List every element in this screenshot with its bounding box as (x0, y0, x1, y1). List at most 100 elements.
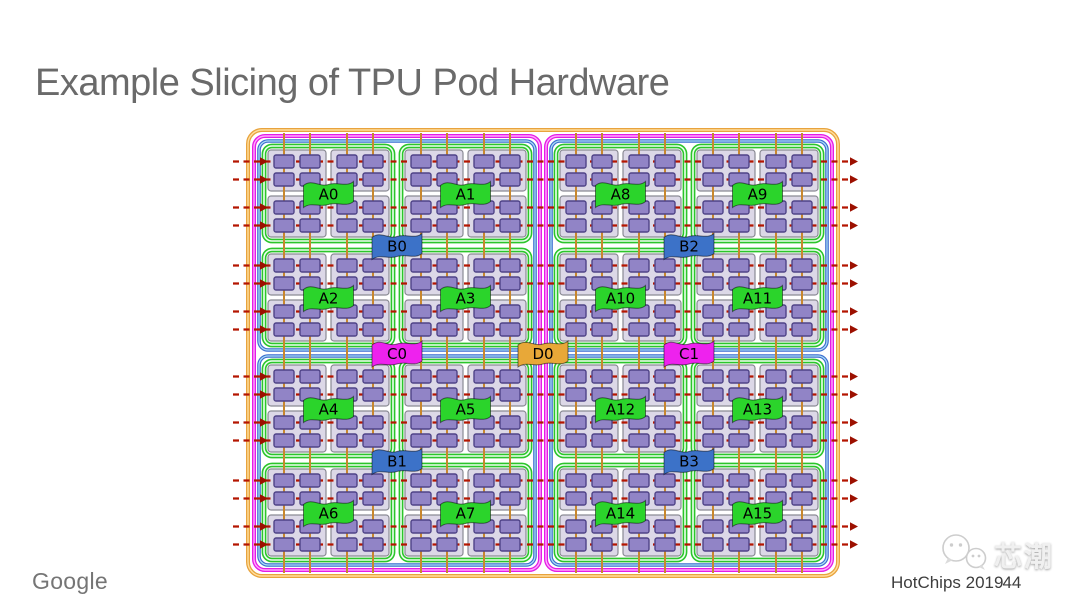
tpu-chip (654, 154, 676, 169)
tpu-chip (654, 537, 676, 552)
tpu-chip (728, 322, 750, 337)
tpu-chip (436, 258, 458, 273)
flag-shape (595, 180, 646, 209)
tpu-chip (628, 154, 650, 169)
flag-shape (371, 232, 423, 261)
flag-label: A14 (606, 505, 635, 523)
flag-shape (595, 395, 646, 424)
slide-title: Example Slicing of TPU Pod Hardware (35, 62, 670, 104)
tpu-chip (499, 154, 521, 169)
flag-label: C1 (679, 345, 699, 363)
a-block-ring-highlight (400, 249, 531, 346)
tpu-chip (702, 154, 724, 169)
tpu-chip (565, 154, 587, 169)
flag-label: B2 (679, 238, 699, 256)
tpu-chip (410, 537, 432, 552)
flag-shape (303, 284, 354, 313)
a-block-ring-highlight (692, 145, 823, 242)
tpu-chip (499, 200, 521, 215)
tpu-chip (728, 537, 750, 552)
wechat-icon (942, 534, 987, 570)
tpu-chip (791, 322, 813, 337)
tpu-chip (654, 491, 676, 506)
conference-label: HotChips 2019 (891, 573, 1004, 592)
tpu-chip (765, 218, 787, 233)
tpu-chip (299, 218, 321, 233)
tpu-chip (473, 433, 495, 448)
tpu-chip (628, 473, 650, 488)
tpu-chip (702, 276, 724, 291)
tpu-chip (410, 369, 432, 384)
tpu-chip (654, 433, 676, 448)
link-arrowhead (260, 307, 268, 316)
flag-label: A10 (606, 290, 635, 308)
slice-flag-a7: A7 (440, 499, 491, 528)
tpu-chip (654, 200, 676, 215)
flag-label: A5 (456, 401, 476, 419)
tpu-chip (410, 304, 432, 319)
tpu-chip (362, 369, 384, 384)
slice-flag-a8: A8 (595, 180, 646, 209)
tpu-chip (499, 519, 521, 534)
slice-flag-b3: B3 (663, 447, 715, 476)
slice-flag-b1: B1 (371, 447, 423, 476)
tpu-chip (410, 200, 432, 215)
slice-flag-a5: A5 (440, 395, 491, 424)
tpu-chip (702, 172, 724, 187)
flag-label: A8 (611, 186, 631, 204)
flag-label: A3 (456, 290, 476, 308)
tpu-chip (791, 519, 813, 534)
tpu-chip (436, 473, 458, 488)
tpu-chip (791, 491, 813, 506)
tpu-chip (410, 322, 432, 337)
a-block-ring-highlight (555, 145, 686, 242)
tpu-chip (791, 415, 813, 430)
tpu-chip (702, 491, 724, 506)
tpu-chip (473, 369, 495, 384)
tpu-chip (273, 322, 295, 337)
tpu-chip (336, 218, 358, 233)
watermark: 芯潮 (936, 531, 1054, 579)
tpu-chip (791, 172, 813, 187)
tpu-chip (410, 154, 432, 169)
flag-label: A0 (319, 186, 339, 204)
tpu-chip (628, 218, 650, 233)
link-arrowhead (850, 418, 858, 427)
slice-flag-c1: C1 (663, 339, 715, 368)
tpu-chip (273, 387, 295, 402)
tpu-chip (591, 433, 613, 448)
tpu-chip (654, 218, 676, 233)
link-arrowhead (850, 261, 858, 270)
slice-flag-a9: A9 (732, 180, 783, 209)
link-arrowhead (850, 175, 858, 184)
tpu-chip (362, 172, 384, 187)
tpu-chip (565, 322, 587, 337)
flag-shape (595, 284, 646, 313)
tpu-chip (654, 473, 676, 488)
link-arrowhead (850, 307, 858, 316)
tpu-chip (336, 473, 358, 488)
tpu-chip (702, 537, 724, 552)
slice-flag-a1: A1 (440, 180, 491, 209)
tpu-chip (728, 218, 750, 233)
tpu-chip (473, 218, 495, 233)
tpu-chip (702, 218, 724, 233)
a-block-ring-highlight (400, 145, 531, 242)
tpu-chip (362, 473, 384, 488)
a-block-ring-highlight (555, 464, 686, 561)
tpu-chip (565, 276, 587, 291)
link-arrowhead (260, 261, 268, 270)
tpu-chip (410, 519, 432, 534)
link-arrowhead (260, 436, 268, 445)
flag-label: B0 (387, 238, 407, 256)
tpu-chip (499, 491, 521, 506)
tpu-chip (628, 369, 650, 384)
link-arrowhead (260, 157, 268, 166)
tpu-chip (336, 537, 358, 552)
slice-flag-a3: A3 (440, 284, 491, 313)
link-arrowhead (850, 203, 858, 212)
tpu-chip (273, 519, 295, 534)
tpu-chip (299, 154, 321, 169)
tpu-chip (565, 304, 587, 319)
